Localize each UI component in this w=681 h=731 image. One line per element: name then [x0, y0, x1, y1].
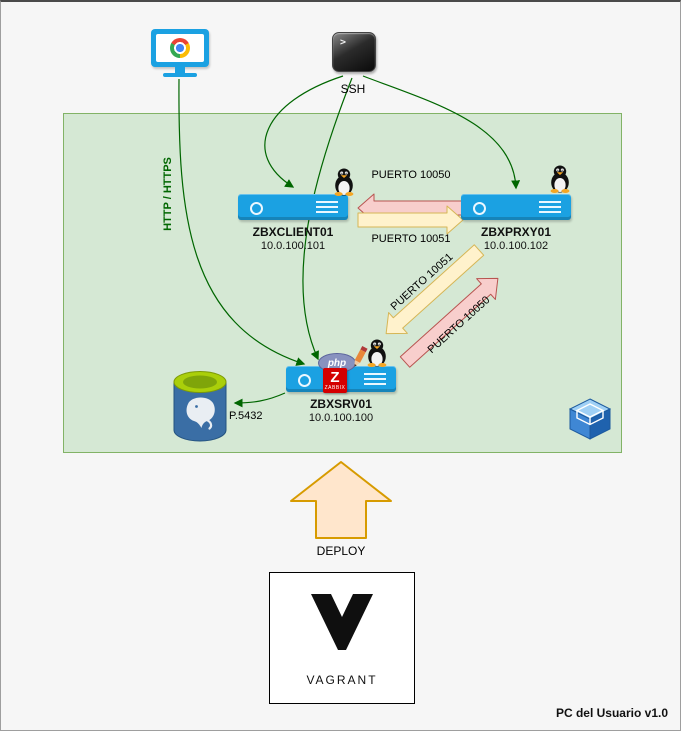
server-led-icon	[473, 202, 486, 215]
zabbix-logo: Z ZABBIX	[323, 368, 347, 393]
server-led-icon	[250, 202, 263, 215]
server-ip: 10.0.100.102	[483, 240, 549, 252]
postgres-port-label: P.5432	[229, 410, 263, 422]
zabbix-word: ZABBIX	[324, 384, 346, 391]
vagrant-node: VAGRANT	[269, 572, 415, 704]
zabbix-letter: Z	[330, 368, 340, 386]
monitor-stand	[175, 67, 185, 73]
ssh-label: SSH	[340, 82, 366, 96]
chrome-icon	[170, 38, 190, 58]
server-zbxprxy01	[461, 194, 571, 220]
zbxclient01-label: ZBXCLIENT01 10.0.100.101	[233, 225, 353, 252]
edge-label-puerto-10051: PUERTO 10051	[371, 233, 451, 245]
edge-ssh-to-zbxprxy01	[362, 75, 521, 190]
server-vents-icon	[539, 201, 561, 213]
postgresql-icon	[171, 370, 229, 444]
monitor-body	[151, 29, 209, 67]
browser-monitor-icon	[151, 29, 209, 79]
server-zbxclient01	[238, 194, 348, 220]
tux-icon	[548, 165, 572, 193]
edge-zbxsrv01-to-postgres	[233, 392, 286, 408]
edge-label-puerto-10050: PUERTO 10050	[371, 169, 451, 181]
tux-icon	[365, 339, 389, 367]
edge-http-browser-to-zbxsrv01	[178, 78, 306, 366]
server-vents-icon	[364, 373, 386, 385]
virtualbox-icon	[565, 394, 615, 444]
terminal-prompt-glyph: >	[340, 37, 347, 48]
server-ip: 10.0.100.101	[260, 240, 326, 252]
server-name: ZBXCLIENT01	[252, 225, 334, 239]
monitor-base	[163, 73, 197, 77]
edge-ssh-to-zbxsrv01	[302, 77, 353, 361]
arrow-puerto-10051-client-proxy	[357, 205, 464, 235]
edge-ssh-to-zbxclient01	[264, 75, 344, 188]
server-name: ZBXPRXY01	[480, 225, 552, 239]
server-vents-icon	[316, 201, 338, 213]
zbxsrv01-label: ZBXSRV01 10.0.100.100	[281, 397, 401, 424]
arrow-puerto-10050-server-proxy	[399, 277, 499, 368]
server-led-icon	[298, 374, 311, 387]
edge-label-http-https: HTTP / HTTPS	[162, 157, 174, 231]
server-ip: 10.0.100.100	[308, 412, 374, 424]
arrow-deploy	[290, 461, 392, 539]
vagrant-label: VAGRANT	[306, 673, 378, 687]
vagrant-logo-icon	[310, 593, 374, 651]
monitor-screen	[156, 34, 204, 62]
diagram-title: PC del Usuario v1.0	[555, 706, 668, 720]
server-name: ZBXSRV01	[310, 397, 372, 411]
tux-icon	[332, 168, 356, 196]
zbxprxy01-label: ZBXPRXY01 10.0.100.102	[456, 225, 576, 252]
php-logo-text: php	[327, 357, 347, 369]
arrow-puerto-10051-proxy-server	[385, 244, 485, 335]
deploy-label: DEPLOY	[316, 544, 366, 558]
ssh-terminal-icon: >	[332, 32, 376, 72]
